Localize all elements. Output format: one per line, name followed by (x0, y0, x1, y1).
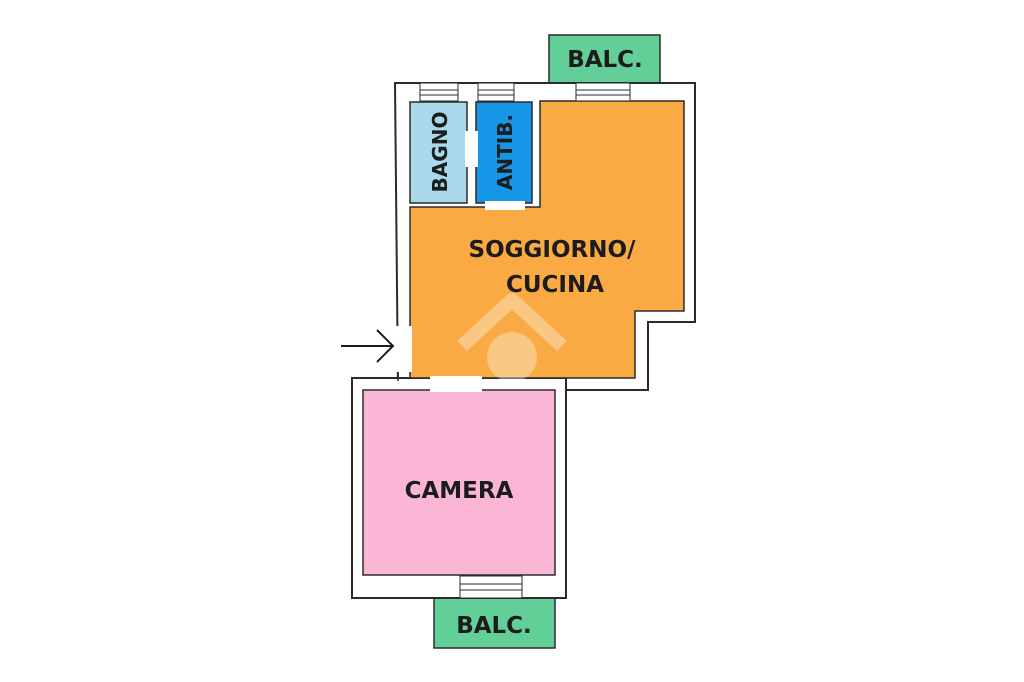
balcony-top-label: BALC. (567, 47, 643, 73)
balcony-top (548, 34, 661, 84)
balcony-bottom (433, 597, 556, 649)
door-bagno-antib (465, 131, 478, 167)
entrance-arrow-icon (341, 329, 395, 363)
door-antib-living (485, 201, 525, 210)
window-camera-bottom (459, 575, 523, 599)
window-antibagno (477, 82, 515, 102)
room-camera-label: CAMERA (405, 478, 514, 504)
entrance-opening (393, 326, 412, 372)
window-living-top (575, 82, 631, 102)
room-bagno-label: BAGNO (428, 112, 452, 193)
room-cucina-label: CUCINA (506, 272, 604, 298)
room-antibagno-label: ANTIB. (493, 114, 517, 190)
room-bagno (409, 101, 468, 204)
room-soggiorno-label: SOGGIORNO/ (469, 237, 636, 263)
balcony-bottom-label: BALC. (456, 613, 532, 639)
door-living-camera (430, 376, 482, 392)
house-watermark-icon (457, 293, 567, 382)
window-bagno (419, 82, 459, 102)
